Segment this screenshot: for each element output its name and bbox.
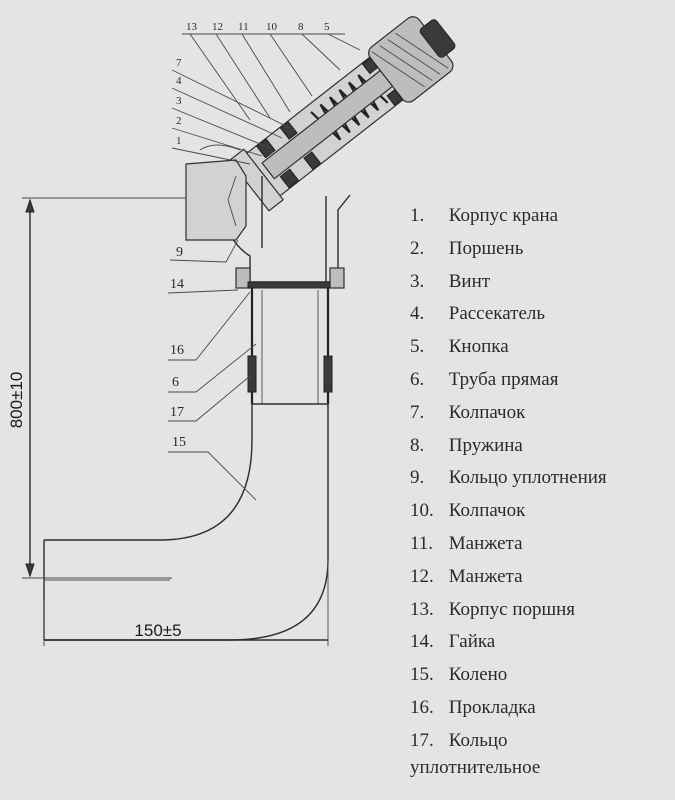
elbow xyxy=(43,404,329,641)
legend-item: 6. Труба прямая xyxy=(410,364,672,397)
callout-17: 17 xyxy=(170,405,184,420)
legend-item-label: Корпус поршня xyxy=(448,598,576,620)
legend-item-number: 14. xyxy=(410,631,434,653)
legend-item-label: Гайка xyxy=(448,631,496,653)
legend-item: 11. Манжета xyxy=(410,528,672,561)
legend-item: 9. Кольцо уплотнения xyxy=(410,462,672,495)
height-dimension: 800±10 xyxy=(7,197,186,579)
legend-item: 17. Кольцо уплотнительное xyxy=(410,725,672,785)
legend-item-number: 17. xyxy=(410,729,434,751)
legend-item-number: 12. xyxy=(410,565,434,587)
callout-5: 5 xyxy=(324,21,330,33)
legend-item-label: Кольцо xyxy=(448,729,508,751)
legend-item-label: Колпачок xyxy=(448,500,526,522)
legend-item-label: Корпус крана xyxy=(448,205,559,226)
height-dimension-label: 800±10 xyxy=(7,372,26,429)
legend-item-label-continued: уплотнительное xyxy=(410,756,541,778)
legend-item: 13. Корпус поршня xyxy=(410,594,672,627)
inlet-block xyxy=(185,159,247,241)
legend-item-label: Прокладка xyxy=(448,696,536,718)
legend-item-label: Пружина xyxy=(448,434,523,456)
legend-item: 8. Пружина xyxy=(410,430,672,463)
callout-9: 9 xyxy=(176,245,183,260)
legend-item-label: Рассекатель xyxy=(448,303,546,325)
legend-item-label: Кнопка xyxy=(448,336,509,358)
legend-item-number: 9. xyxy=(410,467,425,489)
valve-head xyxy=(228,16,456,212)
legend-item-label: Поршень xyxy=(448,237,524,259)
callout-7: 7 xyxy=(176,57,182,69)
legend-item-number: 8. xyxy=(410,434,425,456)
legend-item-number: 6. xyxy=(410,368,425,390)
legend-item: 15. Колено xyxy=(410,659,672,692)
legend-item: 14. Гайка xyxy=(410,626,672,659)
callout-14: 14 xyxy=(170,277,184,292)
legend-item-label: Кольцо уплотнения xyxy=(448,467,607,489)
legend-item-number: 5. xyxy=(410,336,425,358)
legend-item-label: Винт xyxy=(448,270,491,292)
legend-item-number: 4. xyxy=(410,303,425,325)
callout-13: 13 xyxy=(186,21,198,33)
legend-item: 1. Корпус крана xyxy=(410,200,672,233)
legend-item: 12. Манжета xyxy=(410,561,672,594)
legend-item: 5. Кнопка xyxy=(410,331,672,364)
legend-item-label: Манжета xyxy=(448,532,523,554)
legend-item-label: Колпачок xyxy=(448,401,526,423)
legend-item-label: Труба прямая xyxy=(448,368,559,390)
legend-item-number: 13. xyxy=(410,598,434,620)
legend-item: 7. Колпачок xyxy=(410,397,672,430)
legend-item: 4. Рассекатель xyxy=(410,298,672,331)
callout-4: 4 xyxy=(176,75,182,87)
legend-item: 3. Винт xyxy=(410,266,672,299)
legend-item-number: 3. xyxy=(410,270,425,292)
legend-item-label: Колено xyxy=(448,664,508,686)
legend-item-number: 2. xyxy=(410,237,425,259)
straight-pipe xyxy=(247,288,333,405)
legend-item-number: 10. xyxy=(410,500,434,522)
legend-item-number: 1. xyxy=(410,205,425,226)
callouts: 13 12 11 10 8 5 7 4 3 2 1 9 14 16 6 17 1… xyxy=(167,21,361,501)
callout-11: 11 xyxy=(238,21,249,33)
callout-10: 10 xyxy=(266,21,278,33)
width-dimension: 150±5 xyxy=(43,560,329,646)
callout-6: 6 xyxy=(172,375,179,390)
legend-item: 2. Поршень xyxy=(410,233,672,266)
legend-item-number: 11. xyxy=(410,532,434,554)
callout-2: 2 xyxy=(176,115,182,127)
callout-16: 16 xyxy=(170,343,184,358)
callout-12: 12 xyxy=(212,21,223,33)
callout-3: 3 xyxy=(176,95,182,107)
legend-item-label: Манжета xyxy=(448,565,523,587)
legend-item-number: 15. xyxy=(410,664,434,686)
callout-8: 8 xyxy=(298,21,304,33)
width-dimension-label: 150±5 xyxy=(134,621,181,640)
callout-15: 15 xyxy=(172,435,186,450)
legend-item: 10. Колпачок xyxy=(410,495,672,528)
legend-item: 16. Прокладка xyxy=(410,692,672,725)
legend-item-number: 16. xyxy=(410,696,434,718)
nut xyxy=(235,267,345,289)
callout-1: 1 xyxy=(176,135,182,147)
legend-item-number: 7. xyxy=(410,401,425,423)
